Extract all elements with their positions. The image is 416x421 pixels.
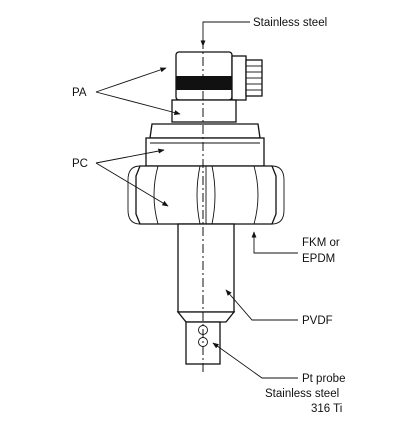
leader-probe bbox=[212, 342, 298, 379]
leader-lines bbox=[95, 21, 298, 379]
label-epdm: EPDM bbox=[302, 253, 335, 265]
connector-base bbox=[171, 99, 237, 123]
leader-fkm bbox=[251, 231, 298, 254]
label-probe-material: Stainless steel bbox=[265, 388, 339, 400]
housing-body bbox=[145, 123, 265, 167]
label-probe-grade: 316 Ti bbox=[311, 403, 342, 415]
connector-band bbox=[176, 76, 232, 90]
cable-gland bbox=[231, 55, 263, 101]
connector-head bbox=[175, 51, 233, 101]
label-fkm: FKM or bbox=[302, 237, 340, 249]
leader-pc-body bbox=[95, 148, 165, 164]
hex-nut bbox=[127, 165, 285, 225]
leader-stainless-top bbox=[200, 21, 250, 47]
sensor-shaft bbox=[176, 223, 236, 323]
label-pvdf: PVDF bbox=[302, 315, 333, 327]
label-pc: PC bbox=[72, 158, 88, 170]
leader-pvdf bbox=[225, 289, 298, 321]
leader-pc-nut bbox=[95, 162, 169, 207]
label-pa: PA bbox=[72, 87, 87, 99]
pt-probe bbox=[185, 321, 221, 365]
label-stainless-steel: Stainless steel bbox=[253, 17, 327, 29]
label-pt-probe: Pt probe bbox=[302, 373, 345, 385]
leader-pa-head bbox=[95, 67, 167, 93]
leader-pa-base bbox=[95, 91, 181, 116]
